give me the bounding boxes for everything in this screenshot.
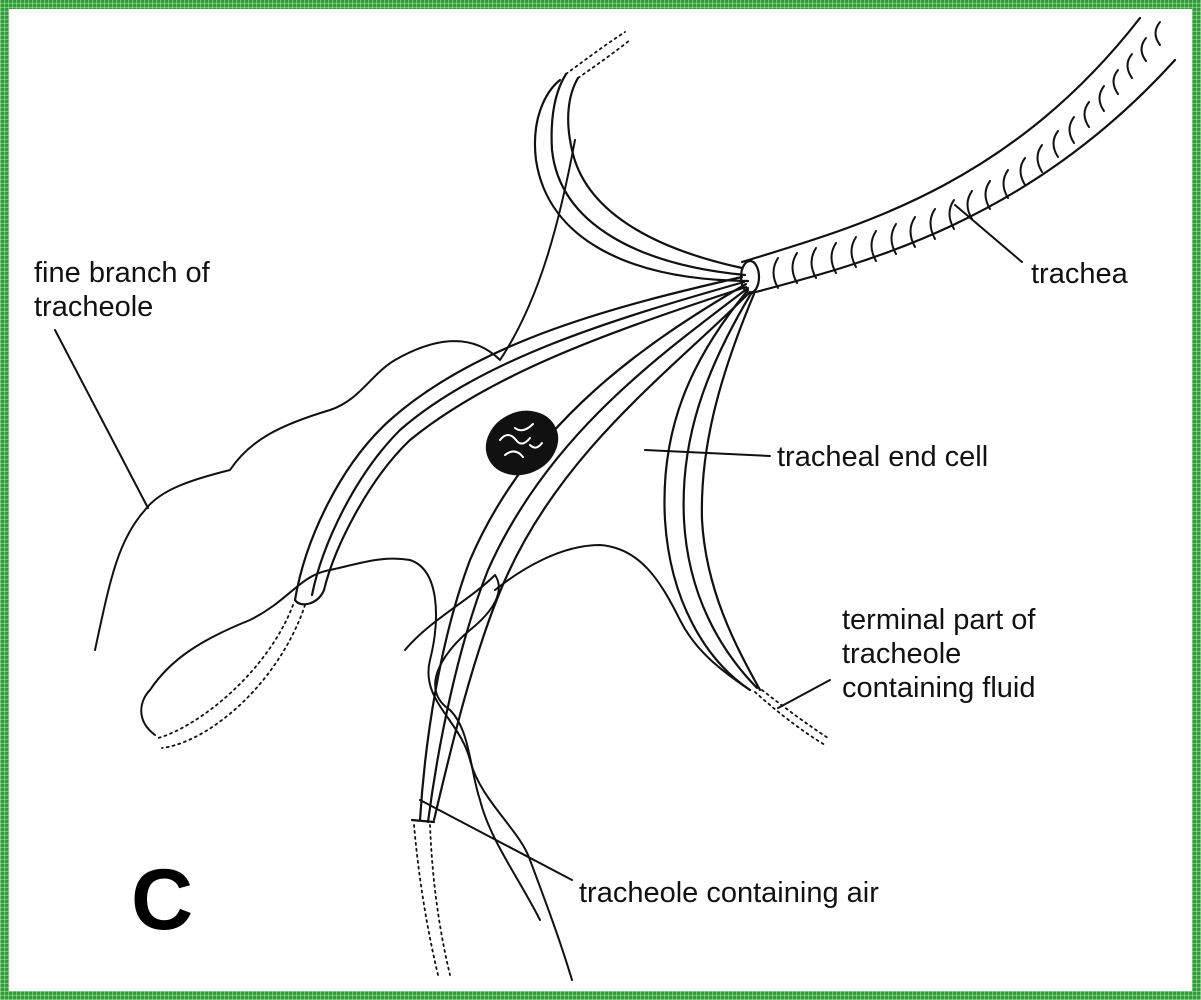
label-terminal-part: terminal part of tracheole containing fl…	[842, 603, 1035, 705]
panel-letter: C	[131, 857, 193, 943]
label-terminal-line3: containing fluid	[842, 672, 1035, 704]
label-trachea: trachea	[1031, 257, 1128, 291]
label-tracheal-end-cell: tracheal end cell	[777, 440, 988, 474]
label-fine-branch: fine branch of tracheole	[34, 256, 210, 324]
label-fine-branch-line1: fine branch of	[34, 257, 210, 289]
nucleus	[477, 401, 568, 486]
label-terminal-line1: terminal part of	[842, 604, 1035, 636]
label-tracheole-air: tracheole containing air	[579, 876, 879, 910]
label-fine-branch-line2: tracheole	[34, 291, 153, 323]
label-terminal-line2: tracheole	[842, 638, 961, 670]
trachea-tube	[741, 18, 1175, 293]
